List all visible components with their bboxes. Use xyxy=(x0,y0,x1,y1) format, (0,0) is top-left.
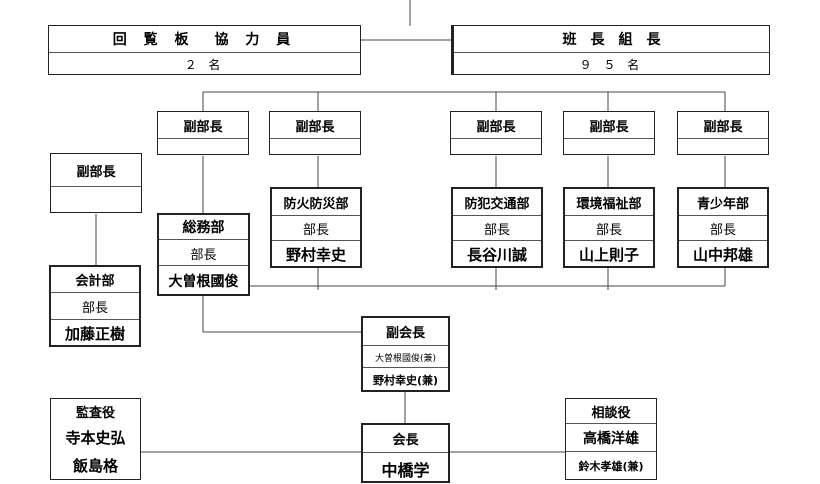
advisor-box: 相談役 高橋洋雄 鈴木孝雄(兼) xyxy=(565,398,657,480)
department-head-name: 野村幸史 xyxy=(272,240,360,267)
general-affairs-box: 総務部 部長 大曽根國俊 xyxy=(157,213,250,296)
group-leaders-title: 班 長 組 長 xyxy=(562,32,661,48)
vice-president-line2: 野村幸史(兼) xyxy=(363,367,448,391)
department-name: 防犯交通部 xyxy=(464,196,530,212)
youth-box: 青少年部 部長 山中邦雄 xyxy=(677,187,769,268)
auditor-person: 寺本史弘 xyxy=(65,428,126,447)
left-vice-head-empty xyxy=(51,186,141,213)
left-vice-head-title: 副部長 xyxy=(76,164,116,180)
group-leaders-count: ９ ５ 名 xyxy=(454,52,769,75)
department-role: 部長 xyxy=(159,239,248,266)
department-head-name: 長谷川誠 xyxy=(453,240,541,267)
advisor-person: 鈴木孝雄(兼) xyxy=(566,451,656,480)
vice-head-box: 副部長 xyxy=(157,111,249,155)
vice-head-empty xyxy=(158,138,248,155)
vice-head-title: 副部長 xyxy=(183,119,223,135)
vice-head-empty xyxy=(451,138,541,155)
group-leaders-box: 班 長 組 長 ９ ５ 名 xyxy=(451,25,770,75)
department-name: 青少年部 xyxy=(696,196,749,212)
department-name: 総務部 xyxy=(182,220,225,236)
vice-head-box: 副部長 xyxy=(563,111,655,155)
department-role: 部長 xyxy=(453,215,541,241)
department-head-name: 加藤正樹 xyxy=(51,319,139,346)
department-head-name: 大曽根國俊 xyxy=(159,265,248,295)
president-title: 会長 xyxy=(392,433,419,448)
fire-disaster-box: 防火防災部 部長 野村幸史 xyxy=(270,187,362,268)
vice-head-title: 副部長 xyxy=(295,119,335,135)
department-role: 部長 xyxy=(272,215,360,241)
circulation-helpers-box: 回 覧 板 協 力 員 ２ 名 xyxy=(48,25,361,75)
left-vice-head-box: 副部長 xyxy=(50,153,142,213)
department-head-name: 山中邦雄 xyxy=(679,240,767,267)
auditor-title: 監査役 xyxy=(75,405,115,421)
circulation-helpers-count: ２ 名 xyxy=(49,52,360,75)
advisor-title: 相談役 xyxy=(591,405,631,421)
vice-president-box: 副会長 大曽根國俊(兼) 野村幸史(兼) xyxy=(361,316,450,392)
vice-head-box: 副部長 xyxy=(269,111,361,155)
environment-welfare-box: 環境福祉部 部長 山上則子 xyxy=(563,187,655,268)
vice-head-title: 副部長 xyxy=(476,119,516,135)
vice-head-empty xyxy=(564,138,654,155)
advisor-person: 高橋洋雄 xyxy=(566,423,656,452)
vice-head-box: 副部長 xyxy=(677,111,769,155)
department-head-name: 山上則子 xyxy=(565,240,653,267)
auditor-person: 飯島格 xyxy=(72,456,118,475)
vice-president-title: 副会長 xyxy=(385,326,425,341)
vice-head-box: 副部長 xyxy=(450,111,542,155)
department-role: 部長 xyxy=(51,292,139,320)
department-name: 環境福祉部 xyxy=(576,196,642,212)
vice-president-line1: 大曽根國俊(兼) xyxy=(363,345,448,368)
vice-head-empty xyxy=(270,138,360,155)
accounting-box: 会計部 部長 加藤正樹 xyxy=(49,265,141,347)
crime-traffic-box: 防犯交通部 部長 長谷川誠 xyxy=(451,187,543,268)
department-name: 会計部 xyxy=(75,274,115,289)
department-role: 部長 xyxy=(565,215,653,241)
department-role: 部長 xyxy=(679,215,767,241)
president-box: 会長 中橋学 xyxy=(361,423,450,483)
auditor-box: 監査役 寺本史弘 飯島格 xyxy=(50,398,141,480)
president-name: 中橋学 xyxy=(363,452,448,484)
vice-head-title: 副部長 xyxy=(703,119,743,135)
vice-head-title: 副部長 xyxy=(589,119,629,135)
department-name: 防火防災部 xyxy=(283,196,349,212)
circulation-helpers-title: 回 覧 板 協 力 員 xyxy=(112,32,297,48)
vice-head-empty xyxy=(678,138,768,155)
